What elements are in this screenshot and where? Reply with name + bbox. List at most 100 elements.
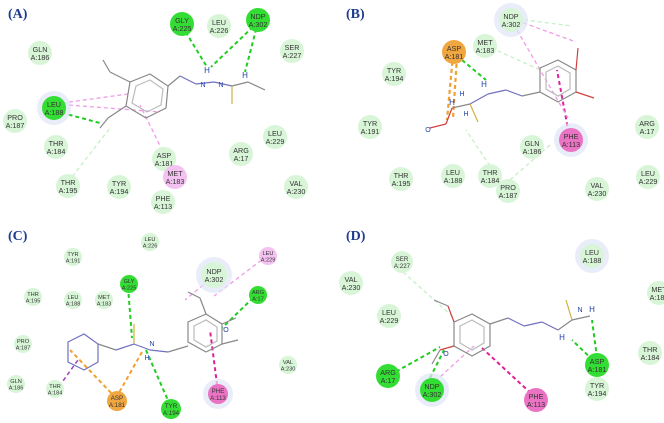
residue-name: LEU [585, 248, 599, 257]
residue-id: A:113 [210, 395, 226, 402]
residue-bubble [377, 304, 401, 328]
residue-name: ASP [111, 395, 123, 402]
pi-alkyl-line [184, 275, 215, 301]
residue-id: A:184 [47, 147, 66, 156]
residue-name: ASP [157, 151, 172, 160]
residue-id: A:194 [163, 410, 180, 417]
residue-id: A:184 [48, 391, 63, 397]
residue-name: ASP [590, 357, 605, 366]
residue-id: A:225 [173, 24, 192, 33]
residue-bubble [170, 12, 194, 36]
residue-bubble [635, 115, 659, 139]
residue-id: A:181 [588, 365, 607, 374]
residue-name: MET [651, 285, 664, 294]
residue-id: A:187 [6, 121, 25, 130]
residue-name: PRO [7, 113, 23, 122]
atom-label: H [481, 80, 487, 89]
residue-bubble [24, 288, 42, 306]
pi-anion-line [69, 349, 117, 399]
residue-id: A:227 [283, 51, 302, 60]
residue-id: A:181 [109, 402, 126, 409]
carbon-hbond-line [67, 127, 111, 183]
residue-id: A:17 [640, 127, 655, 136]
residue-name: LEU [382, 308, 396, 317]
residue-id: A:186 [523, 147, 542, 156]
residue-name: THR [27, 292, 39, 298]
residue-name: NDP [206, 267, 221, 276]
atom-label: H [463, 111, 468, 118]
hbond-line [571, 339, 599, 366]
residue-bubble [263, 125, 287, 149]
residue-name: NDP [503, 12, 518, 21]
residue-name: PHE [156, 194, 171, 203]
residue-name: PHE [529, 392, 544, 401]
residue-bubble [442, 40, 466, 64]
panel-c-ligand [67, 291, 239, 371]
residue-name: THR [49, 139, 64, 148]
residue-bubble [559, 128, 583, 152]
residue-bubble [207, 14, 231, 38]
residue-id: A:17 [381, 376, 396, 385]
residue-bubble [441, 164, 465, 188]
panel-b-label: (B) [346, 7, 365, 22]
residue-id: A:188 [66, 302, 81, 308]
residue-bubble [420, 378, 444, 402]
hbond-line [461, 59, 487, 81]
residue-id: A:113 [154, 202, 172, 211]
residue-name: VAL [283, 360, 293, 366]
panel-d-label: (D) [346, 229, 366, 244]
residue-bubble [42, 96, 66, 120]
residue-id: A:230 [342, 283, 361, 292]
panel-a-label: (A) [8, 7, 28, 22]
residue-id: A:302 [205, 275, 224, 284]
residue-id: A:229 [380, 316, 399, 325]
residue-id: A:113 [527, 400, 545, 409]
residue-bubble [107, 175, 131, 199]
residue-bubble [229, 142, 253, 166]
pi-alkyl-line [509, 17, 569, 119]
pi-alkyl-line [509, 17, 577, 43]
residue-name: MET [167, 169, 183, 178]
residue-id: A:184 [641, 353, 660, 362]
atom-label: H [589, 305, 595, 314]
residue-id: A:113 [562, 140, 580, 149]
panel-b: (B) H H H H O NDP [346, 3, 660, 203]
panel-b-residues: NDPA:302ASPA:181META:183TYRA:194TYRA:191… [358, 3, 660, 203]
panel-b-atoms: H H H H O [425, 80, 487, 134]
residue-name: MET [477, 38, 493, 47]
residue-name: PHE [212, 388, 225, 395]
residue-bubble [64, 291, 82, 309]
residue-name: GLN [10, 379, 22, 385]
residue-name: NDP [424, 382, 439, 391]
residue-id: A:229 [639, 177, 658, 186]
pi-anion-line [115, 351, 143, 399]
residue-name: TYR [590, 381, 604, 390]
residue-bubble [64, 248, 82, 266]
panel-d-atoms: H H N O [443, 305, 595, 358]
residue-bubble [249, 286, 267, 304]
pi-anion-line [451, 56, 459, 119]
residue-id: A:195 [59, 186, 78, 195]
residue-bubble [478, 164, 502, 188]
residue-name: ARG [639, 119, 655, 128]
residue-bubble [7, 375, 25, 393]
hbond-line [429, 349, 445, 379]
atom-label: H [449, 98, 455, 107]
